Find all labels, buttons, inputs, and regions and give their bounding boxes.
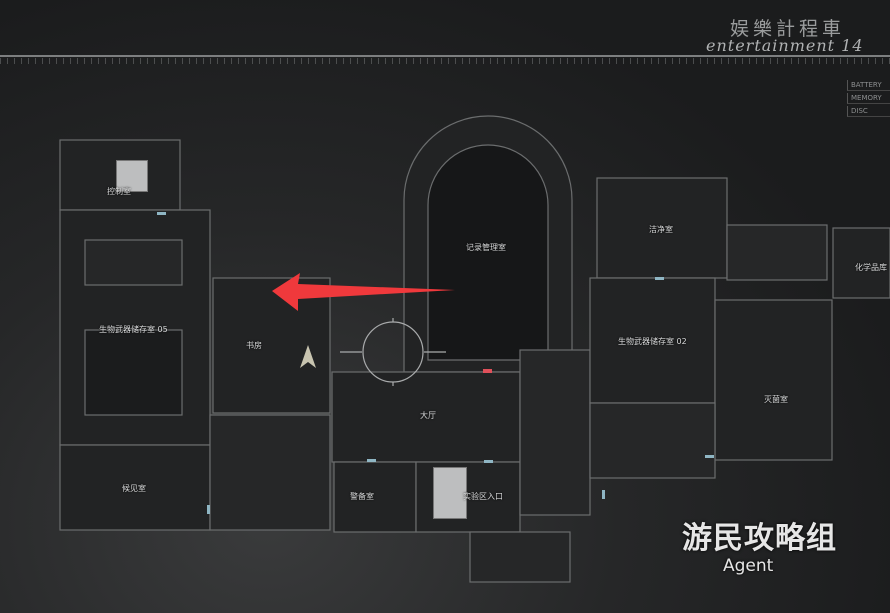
room-chemical xyxy=(832,227,890,299)
typewriter-icon[interactable] xyxy=(433,467,467,519)
stairwell xyxy=(469,531,571,583)
header-divider xyxy=(0,55,890,57)
status-disc[interactable]: DISC xyxy=(847,106,890,117)
label-lobby: 大厅 xyxy=(420,411,436,420)
label-bioweapon-02: 生物武器储存室 02 xyxy=(618,337,687,346)
door[interactable] xyxy=(602,490,605,499)
room-security xyxy=(333,461,417,533)
label-sterilization: 灭菌室 xyxy=(764,395,788,404)
crosshair-icon xyxy=(340,318,446,386)
room-bioweapon-02 xyxy=(589,277,716,404)
corridor-sw xyxy=(209,414,331,531)
player-arrow-icon[interactable] xyxy=(300,345,316,368)
door[interactable] xyxy=(484,460,493,463)
records-inner xyxy=(427,144,549,361)
status-battery[interactable]: BATTERY xyxy=(847,80,890,91)
door[interactable] xyxy=(157,212,166,215)
room-lobby xyxy=(331,371,521,463)
status-memory[interactable]: MEMORY xyxy=(847,93,890,104)
logo-english: entertainment 14 xyxy=(706,36,864,55)
room-se xyxy=(589,402,716,479)
logo-chinese: 娱樂計程車 xyxy=(730,18,846,40)
corridor-e xyxy=(519,349,591,516)
room-misc xyxy=(726,224,828,281)
watermark-title: 游民攻略组 xyxy=(682,521,837,556)
typewriter-icon[interactable] xyxy=(116,160,148,192)
label-study: 书房 xyxy=(246,341,262,350)
room-study xyxy=(212,277,331,414)
label-records-room: 记录管理室 xyxy=(466,243,506,252)
room-inner2 xyxy=(84,239,183,286)
door[interactable] xyxy=(207,505,210,514)
watermark-subtitle: Agent xyxy=(723,556,774,576)
room-inner xyxy=(84,329,183,416)
label-bioweapon-05: 生物武器储存室 05 xyxy=(99,325,168,334)
label-waiting-room: 候见室 xyxy=(122,484,146,493)
room-sterilization xyxy=(714,299,833,461)
door[interactable] xyxy=(705,455,714,458)
label-clean-room: 洁净室 xyxy=(649,225,673,234)
label-lab-entrance: 实验区入口 xyxy=(463,492,503,501)
label-chemical-storage: 化学品库 xyxy=(855,263,887,272)
label-control-room: 控制室 xyxy=(107,187,131,196)
red-arrow-icon xyxy=(272,273,455,311)
header-ticks xyxy=(0,58,890,64)
room-clean xyxy=(596,177,728,279)
room-waiting xyxy=(59,444,211,531)
label-security-room: 警备室 xyxy=(350,492,374,501)
door[interactable] xyxy=(367,459,376,462)
locked-door[interactable] xyxy=(483,369,492,373)
door[interactable] xyxy=(655,277,664,280)
